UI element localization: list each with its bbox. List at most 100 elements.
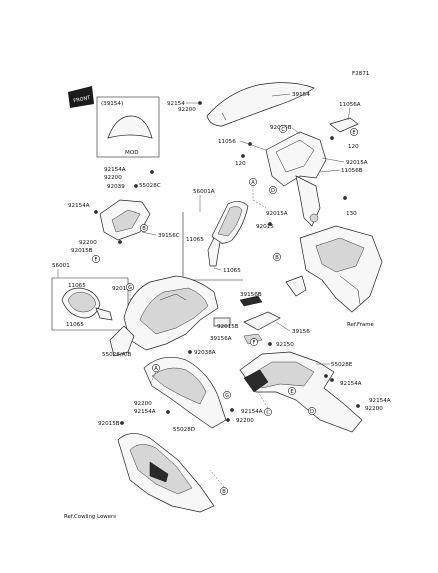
label-92154-top: 92154: [167, 101, 185, 107]
callout-g: G: [223, 391, 231, 399]
inset-windshield: [107, 115, 153, 139]
lead-callout-b: [209, 469, 225, 488]
callout-g: G: [126, 283, 134, 291]
inset-box: [96, 96, 160, 158]
label-92150: 92150: [276, 342, 294, 348]
label-92015: 92015: [256, 224, 274, 230]
label-120-b: 120: [348, 144, 359, 150]
callout-d: D: [308, 407, 316, 415]
screw-icon: [120, 421, 124, 425]
svg-text:E: E: [290, 389, 293, 395]
callout-b: B: [140, 224, 148, 232]
svg-text:C: C: [281, 127, 285, 133]
label-92200-right2: 92200: [365, 406, 383, 412]
bolt-icon: [268, 342, 272, 346]
screw-icon: [166, 410, 170, 414]
frame-clamp: [285, 275, 307, 297]
lead-92015B-top: [291, 127, 301, 135]
label-55028E: 55028E: [331, 362, 353, 368]
callout-b: B: [273, 253, 281, 261]
lead-39156: [275, 321, 291, 332]
frame-shade: [315, 237, 365, 273]
label-92200-left2: 92200: [79, 240, 97, 246]
callout-e: E: [288, 387, 296, 395]
clip-icon: [188, 350, 192, 354]
label-11065-m2: 11065: [223, 268, 241, 274]
screw-icon: [230, 408, 234, 412]
label-92200-top: 92200: [178, 107, 196, 113]
screw-icon: [324, 374, 328, 378]
inset-sub-label: MOD: [125, 150, 139, 156]
lead-callout-a: [252, 186, 267, 209]
svg-text:F: F: [95, 257, 98, 263]
label-11065-m: 11065: [186, 237, 204, 243]
svg-text:D: D: [271, 188, 275, 194]
callout-f: F: [92, 255, 100, 263]
label-130: 130: [346, 211, 357, 217]
label-39156: 39156: [292, 329, 310, 335]
pad-39156B: [239, 295, 263, 307]
meter-bracket-leg: [295, 175, 321, 227]
lead-92015A-r: [321, 157, 345, 163]
label-92015A-right: 92015A: [346, 160, 368, 166]
windshield-part: [206, 82, 315, 127]
upper-cowling-inner: [139, 287, 209, 335]
mirror-right-glass: [217, 206, 243, 237]
label-92015B-box: 92015B: [112, 286, 134, 292]
callout-f: F: [250, 338, 258, 346]
front-arrow-icon: FRONT: [68, 86, 94, 108]
screw-icon: [118, 240, 122, 244]
label-92200-bottom1: 92200: [134, 401, 152, 407]
inset-label: (39154): [101, 101, 123, 107]
lead-11056A: [347, 107, 351, 121]
label-92154A-bottom2: 92154A: [241, 409, 263, 415]
screw-icon: [226, 418, 230, 422]
screw-icon: [330, 378, 334, 382]
bolt-icon: [268, 222, 272, 226]
label-11065-box2: 11065: [66, 322, 84, 328]
side-cowling-left-shade: [151, 367, 207, 405]
bolt-icon: [241, 154, 245, 158]
label-92039: 92039: [107, 184, 125, 190]
label-92038A: 92038A: [194, 350, 216, 356]
lower-cowling-vent: [149, 461, 169, 483]
inner-cover-shade: [111, 209, 141, 233]
grommet-block: [213, 317, 231, 327]
lead-39156C: [141, 231, 157, 236]
svg-text:A: A: [154, 366, 158, 372]
screw-icon: [94, 210, 98, 214]
frame-detail: [339, 275, 361, 305]
label-55028C: 55028C: [139, 183, 161, 189]
clip-icon: [134, 184, 138, 188]
callout-a: A: [249, 178, 257, 186]
label-92154A-left2: 92154A: [68, 203, 90, 209]
windshield-detail: [221, 112, 227, 121]
label-92015A-mid: 92015A: [266, 211, 288, 217]
callout-d: D: [269, 186, 277, 194]
svg-text:E: E: [352, 130, 355, 136]
label-92154A-right1: 92154A: [340, 381, 362, 387]
label-92015B-left: 92015B: [71, 248, 93, 254]
svg-text:A: A: [251, 180, 255, 186]
cowling-detail: [159, 293, 187, 301]
label-92015B-bottom: 92015B: [98, 421, 120, 427]
label-92154A-left: 92154A: [104, 167, 126, 173]
label-92015B-mid: 92015B: [217, 324, 239, 330]
front-badge: FRONT: [73, 95, 92, 105]
side-cowling-right-vent: [243, 369, 269, 393]
callout-e: E: [350, 128, 358, 136]
bracket-11056A: [329, 117, 359, 133]
label-39156C: 39156C: [158, 233, 180, 239]
lead-11056: [239, 140, 267, 151]
svg-text:G: G: [225, 393, 229, 399]
label-11065-box: 11065: [68, 283, 86, 289]
mirror-left-glass: [67, 291, 97, 313]
label-55028D: 55028D: [173, 427, 195, 433]
lead-callout-a2: [149, 371, 157, 385]
callout-a: A: [152, 364, 160, 372]
lead-39154: [271, 93, 291, 97]
svg-text:B: B: [275, 255, 279, 261]
ref-cowling-lowers-label: Ref.Cowling Lowers: [64, 514, 116, 520]
svg-text:D: D: [310, 409, 314, 415]
